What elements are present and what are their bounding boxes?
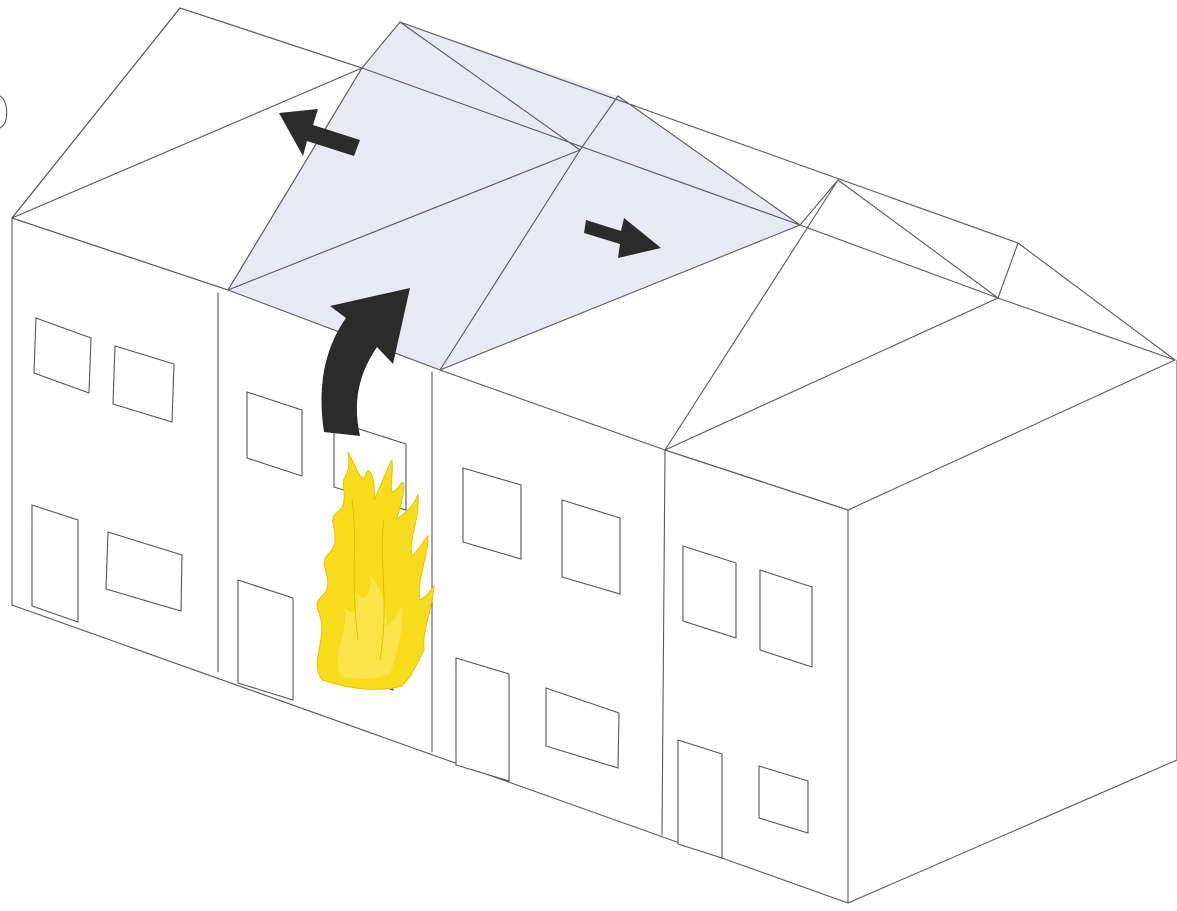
roof bbox=[12, 8, 1175, 510]
window bbox=[34, 318, 91, 393]
house-1 bbox=[32, 318, 182, 622]
window bbox=[546, 688, 619, 768]
door bbox=[32, 505, 78, 622]
window bbox=[759, 766, 808, 833]
window bbox=[760, 570, 812, 667]
window bbox=[106, 532, 182, 611]
window bbox=[562, 500, 620, 594]
house-4 bbox=[678, 546, 812, 858]
window bbox=[683, 546, 736, 638]
window bbox=[247, 392, 302, 476]
door bbox=[678, 740, 722, 858]
pencil-mark bbox=[0, 96, 7, 128]
door bbox=[456, 658, 509, 781]
window bbox=[463, 468, 521, 559]
house-3 bbox=[456, 468, 620, 781]
window bbox=[113, 346, 174, 422]
door bbox=[238, 580, 293, 700]
